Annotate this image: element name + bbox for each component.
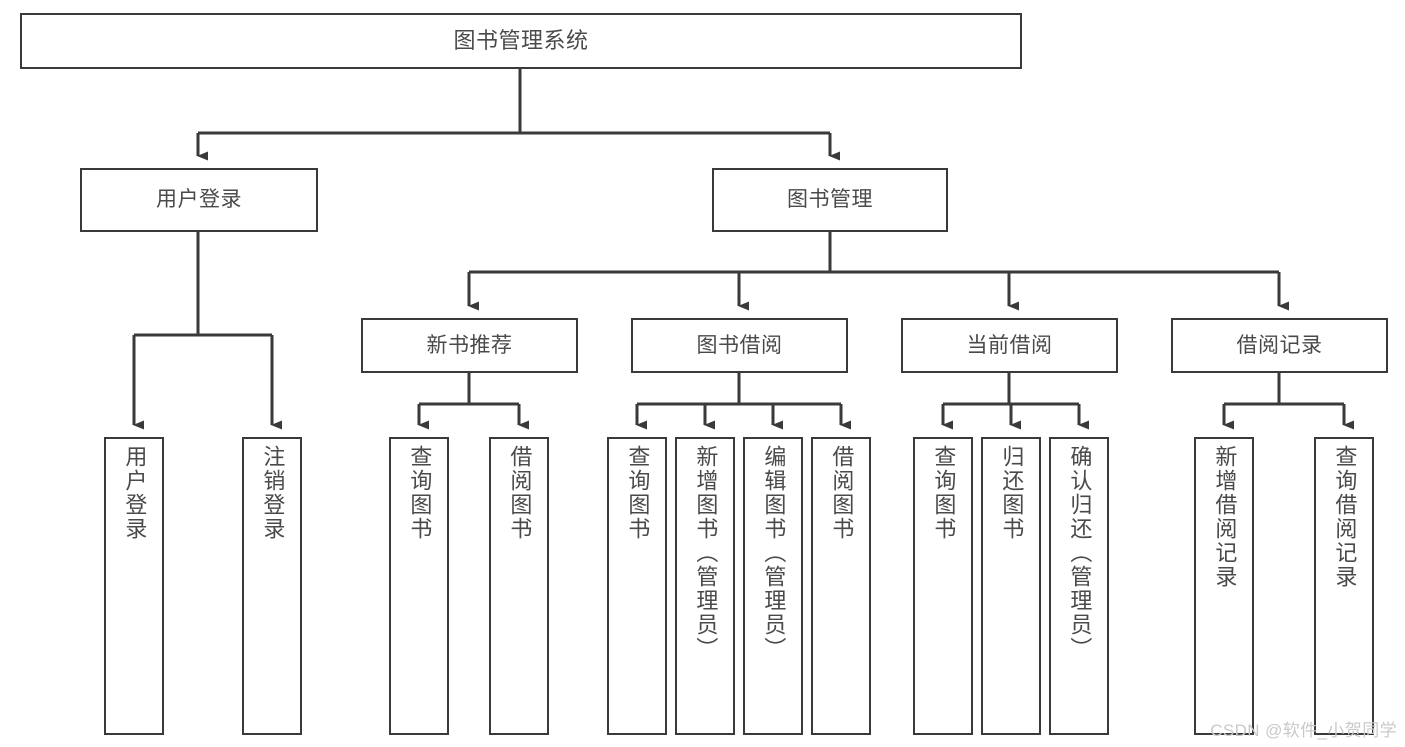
node-borrow-record-label: 借阅记录 — [1236, 333, 1323, 357]
leaf-current-borrow-query-book[interactable]: 查询图书 — [913, 437, 973, 735]
node-borrow-record[interactable]: 借阅记录 — [1171, 318, 1388, 373]
node-root-book-management-system[interactable]: 图书管理系统 — [20, 13, 1022, 69]
node-book-management-label: 图书管理 — [787, 188, 873, 212]
leaf-current-borrow-return-book-label: 归还图书 — [999, 445, 1025, 541]
leaf-new-book-borrow-book[interactable]: 借阅图书 — [489, 437, 549, 735]
leaf-book-borrow-query-book[interactable]: 查询图书 — [607, 437, 667, 735]
leaf-user-login-login[interactable]: 用户登录 — [104, 437, 164, 735]
leaf-current-borrow-confirm-return[interactable]: 确认归还（管理员） — [1049, 437, 1109, 735]
node-current-borrow-label: 当前借阅 — [966, 333, 1053, 357]
leaf-borrow-record-query-record[interactable]: 查询借阅记录 — [1314, 437, 1374, 735]
leaf-book-borrow-edit-book[interactable]: 编辑图书（管理员） — [743, 437, 803, 735]
leaf-borrow-record-add-record[interactable]: 新增借阅记录 — [1194, 437, 1254, 735]
leaf-new-book-borrow-book-label: 借阅图书 — [507, 445, 533, 541]
node-current-borrow[interactable]: 当前借阅 — [901, 318, 1118, 373]
leaf-book-borrow-edit-book-label: 编辑图书（管理员） — [761, 445, 787, 661]
leaf-book-borrow-borrow-book-label: 借阅图书 — [829, 445, 855, 541]
node-book-borrow-label: 图书借阅 — [696, 333, 783, 357]
leaf-current-borrow-confirm-return-label: 确认归还（管理员） — [1067, 445, 1093, 661]
node-user-login-label: 用户登录 — [156, 188, 242, 212]
leaf-borrow-record-add-record-label: 新增借阅记录 — [1212, 445, 1238, 589]
leaf-borrow-record-query-record-label: 查询借阅记录 — [1332, 445, 1358, 589]
leaf-book-borrow-query-book-label: 查询图书 — [625, 445, 651, 541]
leaf-user-login-logout[interactable]: 注销登录 — [242, 437, 302, 735]
node-book-management[interactable]: 图书管理 — [712, 168, 948, 232]
leaf-new-book-query-book-label: 查询图书 — [407, 445, 433, 541]
leaf-book-borrow-borrow-book[interactable]: 借阅图书 — [811, 437, 871, 735]
node-book-borrow[interactable]: 图书借阅 — [631, 318, 848, 373]
leaf-book-borrow-add-book-label: 新增图书（管理员） — [693, 445, 719, 661]
leaf-new-book-query-book[interactable]: 查询图书 — [389, 437, 449, 735]
node-user-login[interactable]: 用户登录 — [80, 168, 318, 232]
node-root-label: 图书管理系统 — [453, 27, 589, 53]
node-new-book-recommend[interactable]: 新书推荐 — [361, 318, 578, 373]
leaf-user-login-logout-label: 注销登录 — [260, 445, 286, 541]
leaf-current-borrow-return-book[interactable]: 归还图书 — [981, 437, 1041, 735]
node-new-book-recommend-label: 新书推荐 — [426, 333, 513, 357]
leaf-book-borrow-add-book[interactable]: 新增图书（管理员） — [675, 437, 735, 735]
leaf-current-borrow-query-book-label: 查询图书 — [931, 445, 957, 541]
leaf-user-login-login-label: 用户登录 — [122, 445, 148, 541]
